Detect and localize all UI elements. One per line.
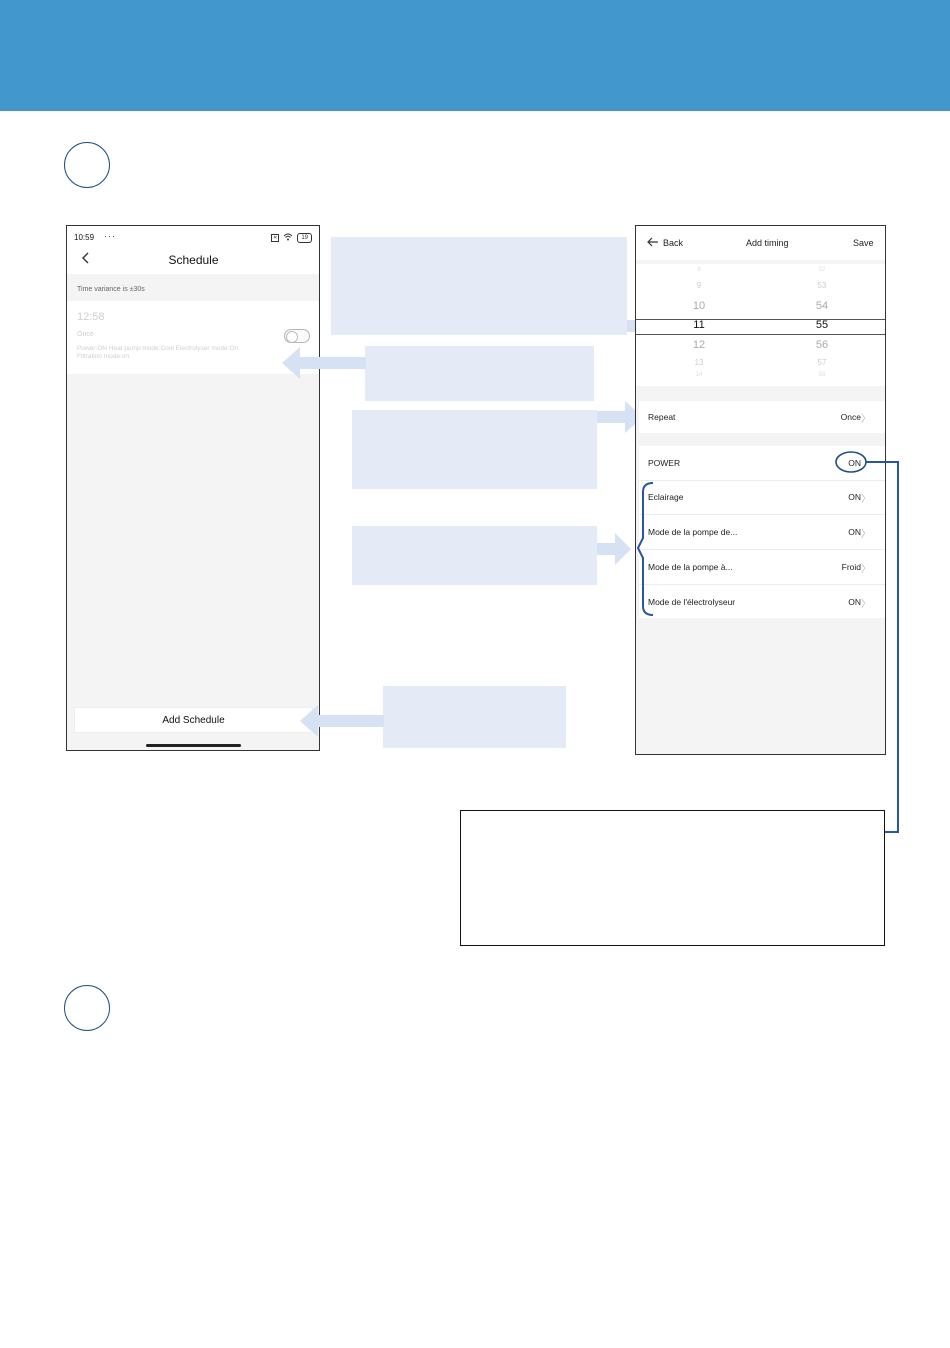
picker-value[interactable]: 14	[695, 372, 703, 378]
arrow-right-icon	[597, 533, 631, 565]
setting-value: ON	[848, 492, 861, 502]
time-picker[interactable]: 8 9 10 11 12 13 14 52 53 54 55 56 57 58	[636, 264, 885, 386]
settings-row[interactable]: Mode de l'électrolyseur ON 〉	[639, 585, 885, 618]
picker-value[interactable]: 13	[694, 358, 704, 367]
setting-value: Froid	[841, 562, 861, 572]
callout-add-schedule	[383, 686, 566, 748]
arrow-right-icon	[597, 401, 643, 433]
entry-details-2: Filtration mode:on	[77, 353, 130, 360]
chevron-right-icon: 〉	[861, 599, 871, 610]
settings-row[interactable]: Eclairage ON 〉	[639, 480, 885, 514]
battery-icon: 19	[297, 233, 312, 243]
chevron-right-icon: 〉	[861, 494, 871, 505]
repeat-value: Once	[840, 412, 861, 422]
sim-icon: ✕	[271, 234, 280, 242]
picker-value[interactable]: 9	[696, 281, 702, 290]
picker-value[interactable]: 57	[817, 358, 827, 367]
entry-details: Power:ON Heat pump mode:Cool Electrolyse…	[77, 345, 239, 352]
settings-bracket	[636, 482, 654, 616]
settings-list: Eclairage ON 〉 Mode de la pompe de... ON…	[639, 480, 885, 618]
page-title: Schedule	[168, 253, 219, 267]
entry-toggle[interactable]	[284, 329, 310, 343]
picker-line	[636, 334, 885, 335]
power-annotation-connector	[835, 451, 899, 841]
callout-settings	[352, 526, 597, 585]
status-dots: ···	[104, 231, 116, 241]
power-row[interactable]: POWER ON	[639, 446, 885, 480]
page-title: Add timing	[746, 238, 789, 248]
arrow-left-icon	[300, 705, 384, 737]
chevron-right-icon: 〉	[861, 414, 871, 425]
variance-bar	[67, 274, 319, 301]
picker-value[interactable]: 55	[815, 319, 829, 331]
callout-repeat	[352, 410, 597, 489]
setting-label: Eclairage	[648, 492, 684, 502]
add-schedule-button[interactable]: Add Schedule	[74, 707, 313, 733]
picker-value[interactable]: 10	[692, 300, 706, 312]
home-indicator	[146, 744, 241, 747]
entry-time: 12:58	[77, 311, 105, 323]
schedule-entry[interactable]: 12:58 Once Power:ON Heat pump mode:Cool …	[67, 301, 319, 374]
add-timing-screen: Back Add timing Save 8 9 10 11 12 13 14 52 53 54…	[635, 225, 886, 755]
setting-label: Mode de la pompe de...	[648, 527, 738, 537]
note-box	[460, 810, 885, 946]
status-bar: 10:59 ··· ✕ 19	[67, 226, 319, 250]
back-arrow-icon[interactable]	[647, 237, 659, 249]
picker-value[interactable]: 54	[815, 300, 829, 312]
picker-value[interactable]: 11	[693, 319, 705, 331]
chevron-right-icon: 〉	[861, 529, 871, 540]
arrow-left-icon	[282, 347, 366, 379]
setting-label: Mode de la pompe à...	[648, 562, 733, 572]
back-button[interactable]: Back	[663, 238, 684, 248]
minute-wheel[interactable]: 52 53 54 55 56 57 58	[792, 264, 852, 386]
power-label: POWER	[648, 458, 681, 468]
header-band	[0, 0, 950, 111]
schedule-screen: 10:59 ··· ✕ 19 Schedule Time variance is…	[66, 225, 320, 751]
step-circle-2	[64, 985, 110, 1031]
wifi-icon	[283, 233, 293, 243]
callout-schedule-entry	[365, 346, 594, 401]
power-value[interactable]: ON	[848, 458, 861, 468]
repeat-label: Repeat	[648, 412, 676, 422]
status-time: 10:59	[74, 233, 95, 242]
picker-value[interactable]: 12	[692, 339, 706, 351]
variance-note: Time variance is ±30s	[77, 286, 145, 293]
repeat-row[interactable]: Repeat Once 〉	[639, 401, 885, 433]
picker-value[interactable]: 58	[818, 372, 826, 378]
chevron-right-icon: 〉	[861, 564, 871, 575]
callout-time-picker	[331, 237, 627, 335]
setting-value: ON	[848, 597, 861, 607]
step-circle-1	[64, 142, 110, 188]
setting-value: ON	[848, 527, 861, 537]
picker-value[interactable]: 53	[817, 281, 827, 290]
picker-line	[636, 319, 885, 320]
picker-value[interactable]: 56	[815, 339, 829, 351]
status-icons: ✕ 19	[271, 233, 312, 243]
settings-row[interactable]: Mode de la pompe de... ON 〉	[639, 515, 885, 549]
save-button[interactable]: Save	[853, 238, 874, 248]
picker-value[interactable]: 52	[818, 267, 826, 273]
entry-repeat: Once	[77, 331, 94, 338]
setting-label: Mode de l'électrolyseur	[648, 597, 736, 607]
schedule-list-area	[67, 374, 319, 750]
picker-value[interactable]: 8	[697, 267, 701, 273]
back-chevron-icon[interactable]	[81, 252, 91, 267]
top-bar: Back Add timing Save	[636, 226, 885, 260]
settings-row[interactable]: Mode de la pompe à... Froid 〉	[639, 550, 885, 584]
hour-wheel[interactable]: 8 9 10 11 12 13 14	[669, 264, 729, 386]
